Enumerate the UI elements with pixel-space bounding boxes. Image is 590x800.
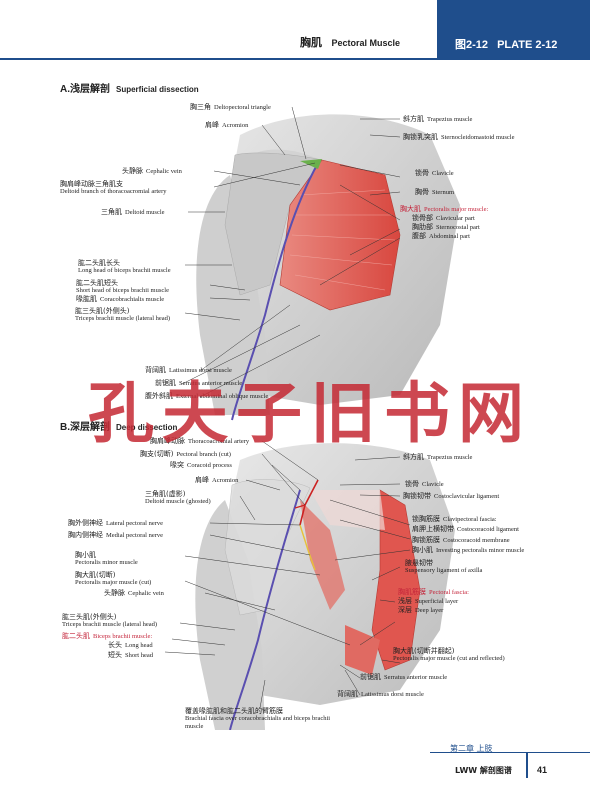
- superficial-dissection-illustration: [181, 106, 460, 421]
- footer-divider: [526, 752, 528, 778]
- footer-book-title: LWW 解剖图谱: [455, 766, 512, 775]
- header-rule: [0, 58, 590, 60]
- label-triceps-lateral-b: 肱三头肌(外侧头)Triceps brachii muscle (lateral…: [62, 613, 158, 628]
- plate-en: PLATE 2-12: [497, 39, 558, 51]
- label-pectoralis-major-cut: 胸大肌(切断)Pectoralis major muscle (cut): [75, 571, 152, 586]
- footer-chapter: 第二章 上肢: [450, 744, 493, 753]
- page-number: 41: [537, 765, 548, 775]
- page-header-title: 胸肌 Pectoral Muscle: [300, 34, 400, 50]
- header-title-en: Pectoral Muscle: [331, 38, 401, 48]
- deep-dissection-illustration: [164, 440, 455, 730]
- header-title-cn: 胸肌: [300, 36, 322, 49]
- label-deltoid-ghosted: 三角肌(虚影)Deltoid muscle (ghosted): [145, 490, 211, 505]
- label-pectoral-branch: 胸支(切断)Pectoral branch (cut): [140, 450, 231, 458]
- watermark: 孔夫子旧书网: [88, 374, 532, 452]
- plate-cn: 图2-12: [455, 39, 489, 51]
- label-pectoralis-major-reflected: 胸大肌(切断并翻起)Pectoralis major muscle (cut a…: [393, 647, 505, 662]
- plate-badge: 图2-12 PLATE 2-12: [437, 0, 590, 58]
- footer-rule: [430, 752, 590, 753]
- label-triceps-lateral: 肱三头肌(外侧头)Triceps brachii muscle (lateral…: [75, 307, 171, 322]
